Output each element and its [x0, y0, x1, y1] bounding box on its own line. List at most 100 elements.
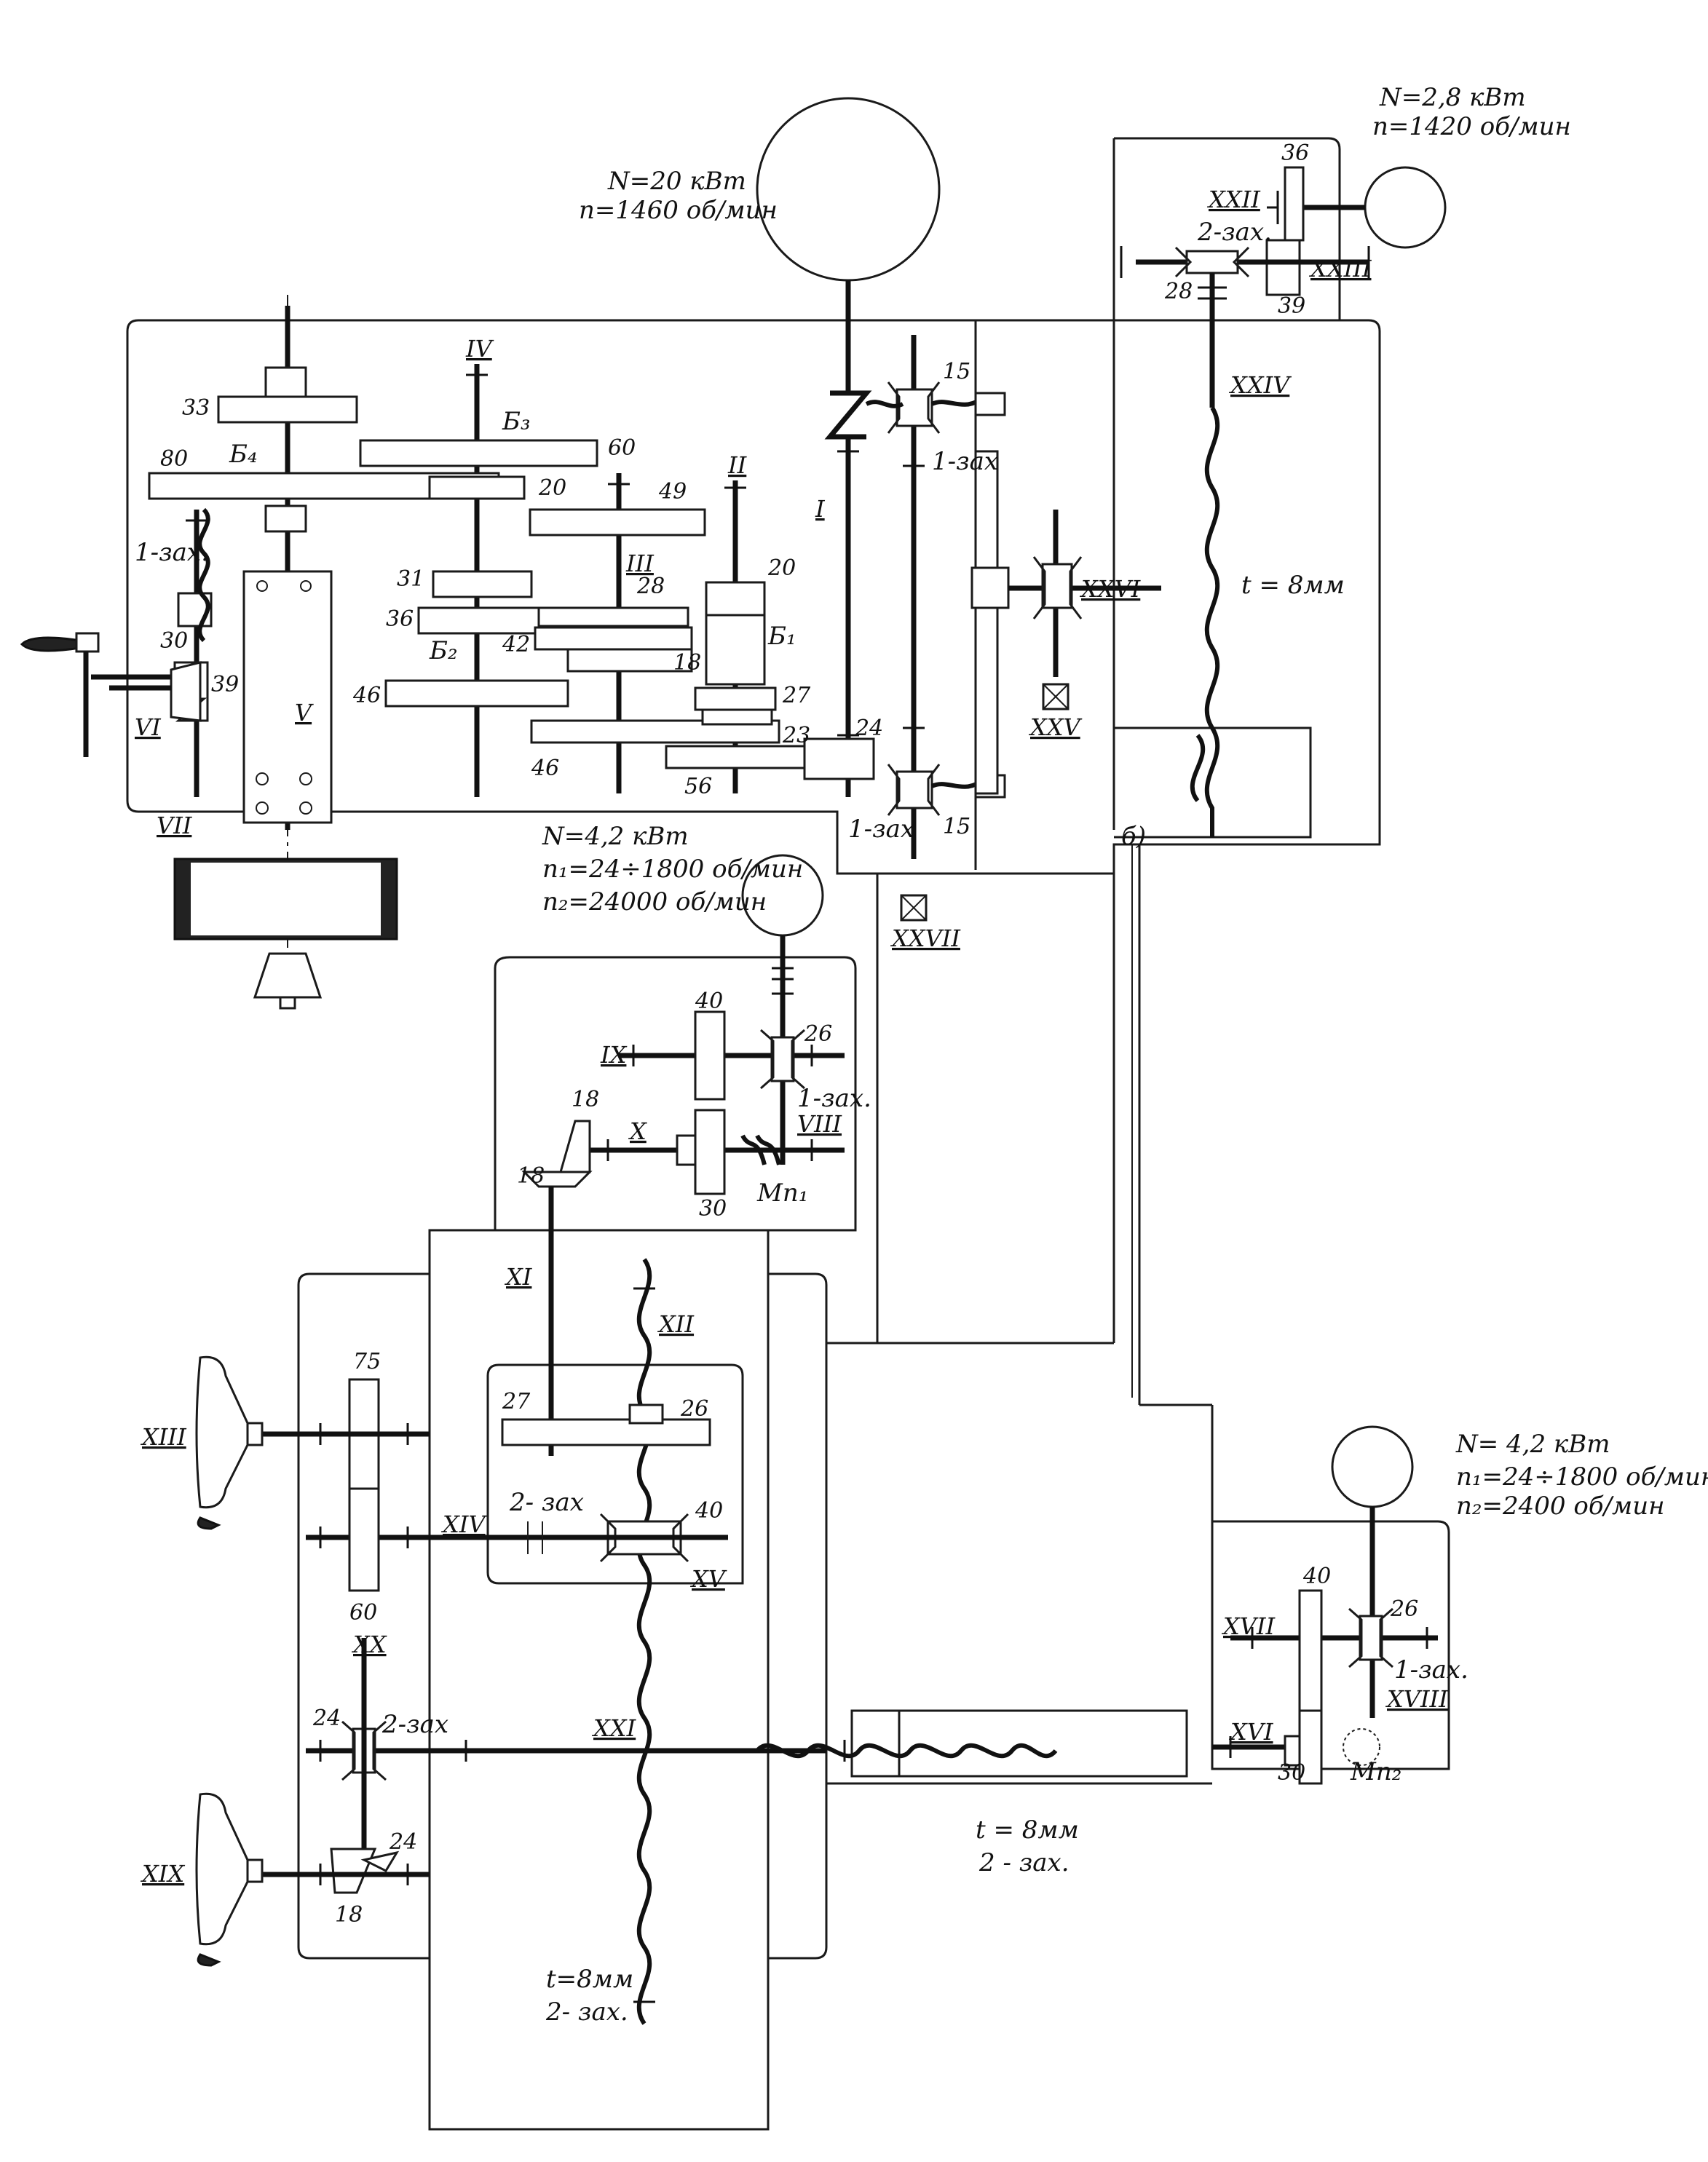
gearbox-gears: [20, 366, 875, 824]
coupling-x: [676, 1134, 697, 1166]
feed-shaft-mechanisms: [865, 381, 1161, 922]
handle-vi-icon: [20, 636, 85, 652]
gear-spacer: [701, 708, 773, 726]
svg-text:26: 26: [804, 1021, 832, 1047]
svg-text:46: 46: [531, 756, 559, 781]
motor-rapid-power: N=2,8 кВт: [1379, 83, 1526, 112]
svg-text:60: 60: [349, 1600, 377, 1626]
motor-head-horizontal: [1331, 1425, 1414, 1718]
gear-60-b: [348, 1487, 380, 1592]
worm-15-top: [895, 388, 933, 427]
shaft-xvii: XVII: [1221, 1612, 1276, 1640]
gear-hub-top: [264, 366, 307, 398]
gear-block-b1: [705, 614, 766, 686]
svg-text:15: 15: [943, 814, 970, 839]
start-labels: 1-зах. 1-зах 1-зах 2-зах. 1-зах. 2- зах …: [135, 218, 1468, 1739]
svg-text:1-зах.: 1-зах.: [797, 1084, 871, 1113]
spindle-housing: [242, 570, 333, 824]
svg-text:20: 20: [767, 555, 796, 581]
svg-text:75: 75: [353, 1349, 381, 1374]
handwheel-xix-icon: [195, 1792, 249, 1946]
svg-text:46: 46: [352, 683, 381, 708]
shaft-x: X: [628, 1117, 647, 1145]
shaft-xxvii: XXVII: [890, 924, 961, 952]
gear-labels: 33 80 60 20 49 20 31 36 28 42 18 27 46 4…: [160, 140, 1418, 1928]
gear-39-b: [1265, 239, 1301, 296]
shaft-iii: III: [625, 550, 655, 577]
shaft-vi: VI: [135, 713, 162, 741]
motor-head-v-speed2: n₂=24000 об/мин: [542, 887, 767, 916]
shaft-ii: II: [727, 451, 748, 479]
gear-20-a: [428, 475, 526, 500]
shaft-xxii: XXII: [1206, 186, 1261, 213]
motor-head-h-power: N= 4,2 кВт: [1455, 1430, 1610, 1459]
svg-text:40: 40: [695, 989, 723, 1014]
svg-text:20: 20: [538, 475, 566, 501]
housing-outlines: [126, 137, 1450, 2131]
svg-text:2-зах: 2-зах: [381, 1710, 448, 1739]
bevel-18-d: [330, 1848, 377, 1894]
motor-main-circle: [756, 97, 941, 282]
svg-text:18: 18: [335, 1902, 363, 1928]
gear-46-a: [384, 679, 569, 708]
motor-main-speed: n=1460 об/мин: [579, 196, 778, 225]
motor-main: [756, 97, 941, 393]
gear-40-a: [694, 1010, 726, 1101]
motor-rapid: [1289, 166, 1447, 249]
svg-text:27: 27: [782, 683, 811, 708]
svg-text:28: 28: [1164, 279, 1193, 304]
svg-text:40: 40: [1302, 1564, 1331, 1589]
shaft-xiv: XIV: [440, 1510, 487, 1538]
worm-15-bottom: [895, 770, 933, 809]
svg-text:1-зах: 1-зах: [932, 447, 998, 476]
svg-text:б): б): [1121, 822, 1146, 851]
clutch-mp1: Мп₁: [756, 1179, 808, 1208]
motor-head-v-power: N=4,2 кВт: [542, 822, 689, 851]
shaft-xix: XIX: [140, 1860, 185, 1888]
svg-text:2- зах: 2- зах: [509, 1488, 584, 1517]
svg-text:49: 49: [658, 479, 687, 504]
gear-36-b: [1284, 166, 1305, 242]
motor-labels: N=20 кВт n=1460 об/мин N=2,8 кВт n=1420 …: [542, 83, 1708, 1521]
svg-text:t = 8мм: t = 8мм: [976, 1815, 1079, 1845]
shaft-xvi: XVI: [1228, 1718, 1274, 1746]
svg-text:40: 40: [695, 1498, 723, 1524]
svg-text:60: 60: [608, 435, 636, 461]
block-b1: Б₁: [767, 622, 796, 651]
shaft-xx: XX: [351, 1631, 387, 1658]
bevel-gear-30: [170, 661, 202, 722]
bearings: [186, 191, 1428, 2003]
gear-56: [665, 745, 813, 769]
svg-text:56: 56: [684, 774, 712, 799]
svg-text:18: 18: [673, 650, 701, 676]
svg-text:18: 18: [517, 1163, 545, 1189]
shaft-xviii: XVIII: [1385, 1685, 1449, 1713]
horizontal-head-mechanisms: [1212, 1589, 1438, 1785]
svg-text:1-зах: 1-зах: [848, 815, 914, 844]
saddle-mechanisms: [195, 1258, 1058, 2025]
motor-head-h-speed2: n₂=2400 об/мин: [1456, 1492, 1665, 1521]
worm-xxvi: [1041, 563, 1073, 609]
worm-26-a: [770, 1036, 795, 1082]
svg-text:26: 26: [1390, 1596, 1418, 1622]
gear-60-a: [359, 439, 598, 467]
svg-text:t=8мм: t=8мм: [546, 1965, 633, 1994]
gear-18-a: [566, 648, 693, 673]
svg-text:t = 8мм: t = 8мм: [1241, 571, 1345, 600]
shaft-v: V: [295, 699, 314, 726]
svg-text:33: 33: [182, 395, 210, 421]
motor-rapid-circle: [1364, 166, 1447, 249]
gear-30-b: [694, 1109, 726, 1195]
worm-26-c: [1359, 1615, 1383, 1661]
gear-24-a: [803, 737, 875, 780]
motor-main-power: N=20 кВт: [607, 167, 746, 196]
svg-text:80: 80: [160, 446, 188, 472]
gear-27-a: [694, 686, 777, 711]
shaft-i: I: [815, 495, 826, 523]
shaft-labels: I II III IV V VI VII VIII IX X XI XII XI…: [135, 186, 1449, 1888]
shaft-xxiv: XXIV: [1228, 371, 1292, 399]
shaft-xv: XV: [689, 1565, 727, 1593]
gear-31: [432, 570, 533, 598]
shaft-xxiii: XXIII: [1308, 255, 1372, 282]
svg-text:24: 24: [389, 1829, 417, 1855]
